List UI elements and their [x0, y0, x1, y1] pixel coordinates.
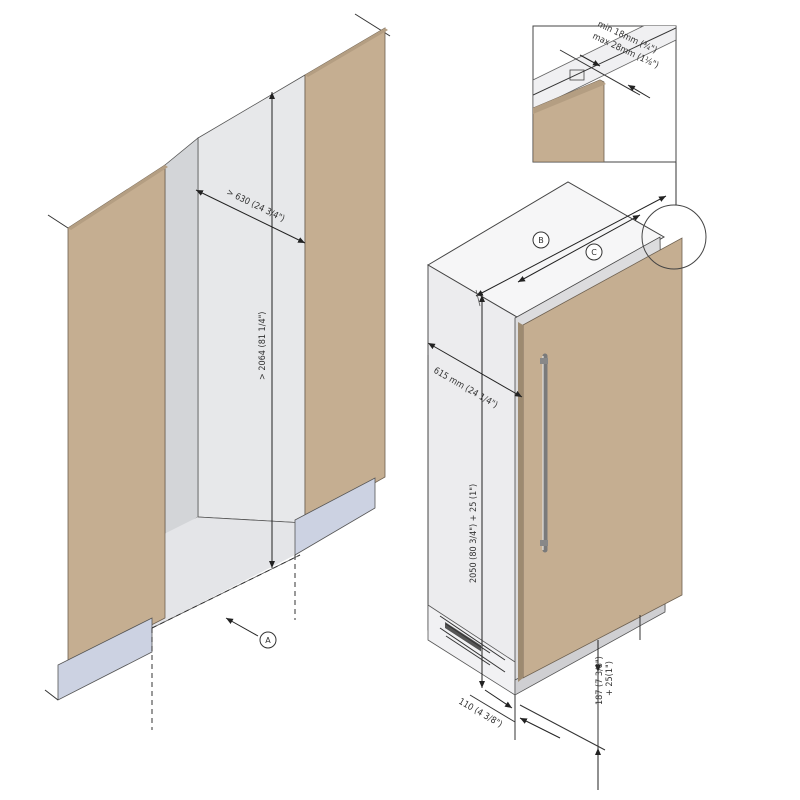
detail-callout-circle — [641, 204, 707, 270]
detail-inset: min 18mm (¾") max 28mm (1⅛") — [532, 20, 677, 163]
niche-width-arrow — [195, 189, 306, 244]
appliance-height-label: 2050 (80 3/4") + 25 (1") — [469, 484, 479, 583]
marker-a-label: A — [265, 636, 271, 645]
left-cabinet-panel — [44, 164, 168, 701]
right-plinth — [294, 477, 376, 556]
niche-left-wall — [164, 137, 199, 541]
appliance-group: 615 mm (24 1/4") 2050 (80 3/4") + 25 (1"… — [427, 161, 707, 790]
marker-c-label: C — [591, 248, 597, 257]
width-c-arrow — [517, 214, 641, 283]
niche-height-label: > 2064 (81 1/4") — [258, 312, 268, 380]
toe-arrow-left — [484, 689, 513, 709]
door-handle — [540, 353, 548, 553]
plinth-height-label-2: + 25(1") — [605, 661, 615, 696]
gap-arrow-left — [579, 54, 601, 67]
toe-arrow-right — [519, 717, 561, 739]
marker-a-arrow — [225, 617, 259, 637]
niche-floor — [152, 517, 305, 628]
niche-back-wall — [197, 74, 306, 524]
toe-depth-label: 110 (4 3/8") — [457, 697, 504, 730]
detail-door-panel — [533, 79, 605, 162]
gap-arrow-right — [627, 84, 651, 99]
marker-c-circle — [585, 243, 603, 261]
marker-a-circle — [259, 631, 277, 649]
appliance-depth-arrow — [427, 342, 523, 398]
right-cabinet-panel — [294, 27, 388, 556]
niche-group: > 630 (24 3/4") > 2064 (81 1/4") A — [44, 13, 391, 730]
marker-b-label: B — [538, 236, 544, 245]
left-plinth — [57, 617, 153, 701]
plinth-height-label-1: 187 (7 3/8") — [595, 656, 605, 705]
